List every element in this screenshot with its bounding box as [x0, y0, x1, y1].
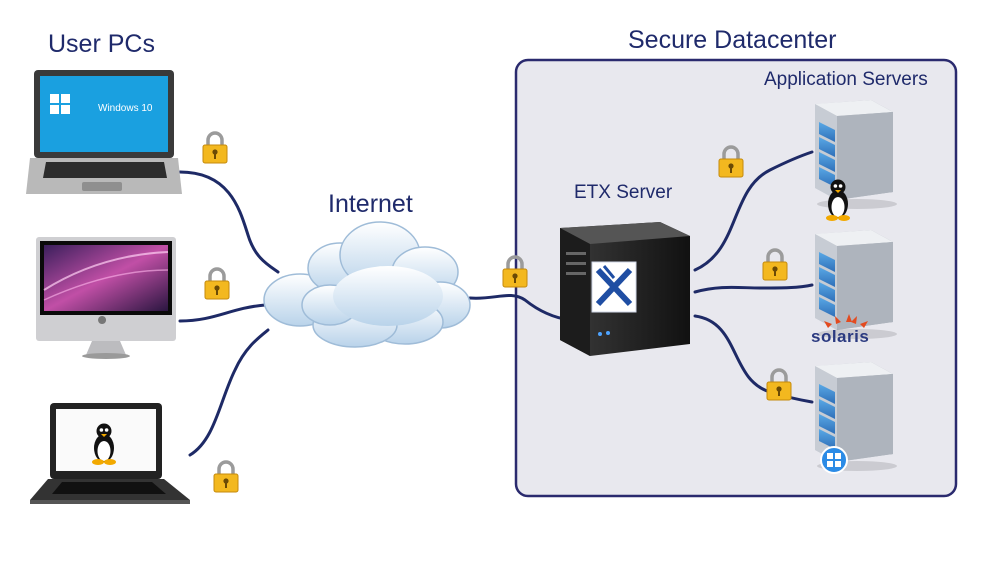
- etx-server: [560, 222, 690, 356]
- apple-icon: [98, 316, 107, 324]
- secure-datacenter-label: Secure Datacenter: [628, 26, 837, 54]
- link-etx-windows-server: [693, 314, 814, 404]
- solaris-sun-icon: [824, 314, 868, 328]
- internet-cloud: [263, 221, 471, 348]
- link-etx-linux-server: [693, 150, 814, 272]
- padlock-icon: [203, 267, 231, 301]
- laptop-windows: [26, 70, 182, 194]
- padlock-icon: [201, 131, 229, 165]
- etx-server-label: ETX Server: [574, 182, 673, 203]
- internet-label: Internet: [328, 190, 413, 218]
- padlock-icon: [212, 460, 240, 494]
- windows-10-screen-text: Windows 10: [98, 103, 153, 114]
- imac: [36, 237, 176, 359]
- link-laptop-linux: [188, 328, 270, 457]
- link-imac: [178, 303, 267, 323]
- windows-icon: [50, 94, 59, 103]
- link-internet-etx: [468, 294, 572, 322]
- laptop-linux: [30, 403, 190, 504]
- application-servers-label: Application Servers: [764, 69, 928, 90]
- app-server-linux: [815, 100, 897, 209]
- windows-icon: [820, 446, 848, 474]
- link-etx-solaris-server: [693, 283, 814, 294]
- link-laptop-windows: [178, 170, 280, 274]
- solaris-logo-text: solaris: [811, 327, 870, 346]
- user-pcs-label: User PCs: [48, 30, 155, 58]
- connection-lines: [178, 150, 814, 457]
